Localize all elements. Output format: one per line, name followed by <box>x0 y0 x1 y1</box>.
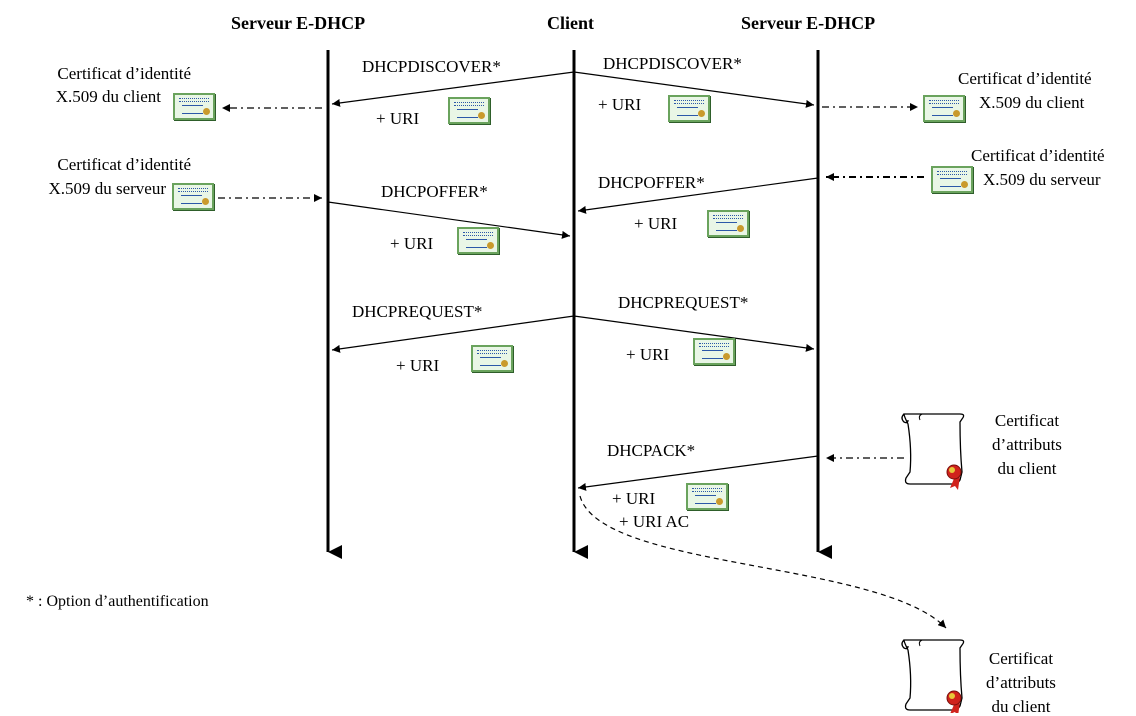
lane-left-server: Serveur E-DHCP <box>231 13 366 33</box>
certificate-icon <box>448 97 490 124</box>
certificate-icon <box>707 210 749 237</box>
arrow-ack <box>577 455 819 491</box>
cert-id-server-right-line1: Certificat d’identité <box>971 146 1105 165</box>
cert-id-client-right-line1: Certificat d’identité <box>958 69 1092 88</box>
arrow-discover-left <box>331 71 575 107</box>
arrow-request-left <box>331 315 575 353</box>
lane-right-server: Serveur E-DHCP <box>741 13 876 33</box>
arrow-request-right <box>573 315 815 352</box>
certificate-icon <box>172 183 214 210</box>
cert-attr-line3: du client <box>997 459 1057 478</box>
msg-discover-right: DHCPDISCOVER* <box>603 54 742 73</box>
footnote: * : Option d’authentification <box>26 593 209 610</box>
certificate-icon <box>457 227 499 254</box>
uri-label: + URI <box>634 214 678 233</box>
cert-attr-stored-line2: d’attributs <box>986 673 1056 692</box>
uri-label: + URI <box>376 109 420 128</box>
uri-label: + URI <box>396 356 440 375</box>
cert-attr-stored-line3: du client <box>991 697 1051 716</box>
certificate-icon <box>173 93 215 120</box>
cert-id-server-right-line2: X.509 du serveur <box>983 170 1101 189</box>
certificate-icon <box>923 95 965 122</box>
certificate-icon <box>686 483 728 510</box>
uri-label: + URI <box>390 234 434 253</box>
scroll-certificate-icon <box>901 639 965 713</box>
msg-offer-left: DHCPOFFER* <box>381 182 488 201</box>
uri-label: + URI <box>612 489 656 508</box>
certificate-icon <box>471 345 513 372</box>
certificate-icon <box>668 95 710 122</box>
certificate-icon <box>931 166 973 193</box>
dashed-curve-to-attr-cert <box>579 495 947 629</box>
msg-offer-right: DHCPOFFER* <box>598 173 705 192</box>
msg-request-left: DHCPREQUEST* <box>352 302 483 321</box>
cert-id-server-line2: X.509 du serveur <box>48 179 166 198</box>
arrow-offer-right <box>577 177 819 214</box>
uri-label: + URI <box>598 95 642 114</box>
arrow-discover-right <box>573 71 815 108</box>
scroll-certificate-icon <box>901 413 965 491</box>
cert-id-client-line2: X.509 du client <box>55 87 161 106</box>
uri-label: + URI <box>626 345 670 364</box>
cert-id-client-right-line2: X.509 du client <box>979 93 1085 112</box>
cert-id-client-line1: Certificat d’identité <box>57 64 191 83</box>
uri-ac-label: + URI AC <box>619 512 690 531</box>
cert-attr-line1: Certificat <box>994 411 1060 430</box>
lane-client: Client <box>547 13 594 33</box>
certificate-icon <box>693 338 735 365</box>
cert-id-server-line1: Certificat d’identité <box>57 155 191 174</box>
arrow-offer-left <box>327 201 571 239</box>
msg-request-right: DHCPREQUEST* <box>618 293 749 312</box>
msg-discover-left: DHCPDISCOVER* <box>362 57 501 76</box>
cert-attr-stored-line1: Certificat <box>988 649 1054 668</box>
cert-attr-line2: d’attributs <box>992 435 1062 454</box>
msg-ack: DHCPACK* <box>607 441 696 460</box>
